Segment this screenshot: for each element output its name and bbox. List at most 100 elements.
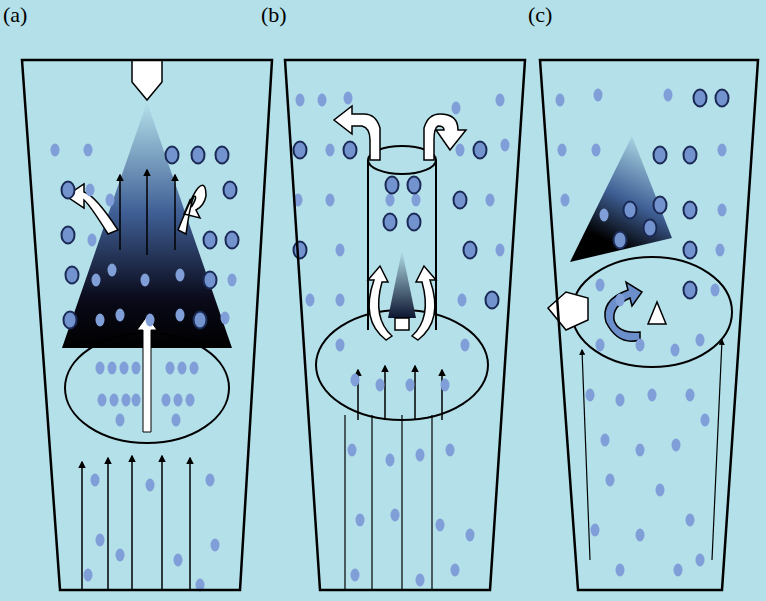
- particle: [454, 192, 467, 209]
- particle: [376, 379, 385, 392]
- particle: [62, 227, 75, 244]
- particle: [51, 144, 60, 157]
- particle: [696, 554, 705, 567]
- particle: [98, 394, 107, 407]
- particle: [326, 144, 335, 157]
- particle: [176, 309, 185, 322]
- particle: [122, 394, 131, 407]
- particle: [84, 144, 93, 157]
- particle: [716, 90, 729, 107]
- particle: [211, 539, 220, 552]
- particle: [594, 89, 603, 102]
- particle: [174, 554, 183, 567]
- particle: [446, 444, 455, 457]
- particle: [616, 564, 625, 577]
- particle: [556, 94, 565, 107]
- particle: [711, 284, 720, 297]
- vessel-outline: [0, 0, 280, 601]
- particle: [318, 94, 327, 107]
- particle: [106, 194, 115, 207]
- particle: [671, 344, 680, 357]
- particle: [116, 549, 125, 562]
- particle: [192, 147, 205, 164]
- particle: [226, 232, 239, 249]
- particle: [591, 524, 600, 537]
- particle: [66, 267, 79, 284]
- particle: [600, 209, 609, 222]
- particle: [186, 394, 195, 407]
- particle: [116, 309, 125, 322]
- particle: [694, 90, 707, 107]
- particle: [624, 202, 637, 219]
- particle: [416, 574, 425, 587]
- particle: [416, 449, 425, 462]
- particle: [596, 339, 605, 352]
- particle: [684, 202, 697, 219]
- particle: [686, 389, 695, 402]
- particle: [351, 569, 360, 582]
- particle: [636, 529, 645, 542]
- particle: [294, 142, 307, 159]
- particle: [386, 454, 395, 467]
- particle: [501, 139, 510, 152]
- particle: [718, 204, 727, 217]
- particle: [162, 394, 171, 407]
- particle: [96, 362, 105, 375]
- particle: [464, 242, 477, 259]
- particle: [716, 244, 725, 257]
- particle: [684, 242, 697, 259]
- particle: [664, 89, 673, 102]
- particle: [348, 444, 357, 457]
- particle: [684, 282, 697, 299]
- particle: [221, 312, 230, 325]
- vessel-outline: [540, 60, 758, 590]
- particle: [84, 569, 93, 582]
- particle: [108, 362, 117, 375]
- particle: [636, 339, 645, 352]
- particle: [206, 474, 215, 487]
- vessel-outline: [525, 0, 766, 601]
- particle: [451, 564, 460, 577]
- particle: [406, 379, 415, 392]
- particle: [486, 194, 495, 207]
- particle: [86, 184, 95, 197]
- particle: [216, 147, 229, 164]
- particle: [656, 484, 665, 497]
- particle: [408, 177, 421, 194]
- particle: [141, 274, 150, 287]
- particle: [686, 514, 695, 527]
- particle: [644, 220, 657, 237]
- particle: [601, 434, 610, 447]
- particle: [718, 144, 727, 157]
- panel-a-art: [62, 60, 232, 590]
- particle: [592, 144, 601, 157]
- particle: [558, 144, 567, 157]
- particle: [461, 339, 470, 352]
- particle: [224, 182, 237, 199]
- particle: [204, 232, 217, 249]
- particle: [344, 142, 357, 159]
- particle: [614, 232, 627, 249]
- particles: [51, 89, 729, 592]
- particle: [336, 339, 345, 352]
- panel-label: (b): [261, 2, 287, 28]
- particle: [386, 177, 399, 194]
- particle: [436, 519, 445, 532]
- particle: [386, 194, 395, 207]
- particle: [96, 534, 105, 547]
- particle: [204, 272, 217, 289]
- particle: [606, 474, 615, 487]
- particle: [496, 94, 505, 107]
- particle: [146, 479, 155, 492]
- particle: [654, 147, 667, 164]
- particle: [586, 389, 595, 402]
- particle: [408, 214, 421, 231]
- particle: [561, 194, 570, 207]
- particle: [452, 102, 461, 115]
- particle: [336, 294, 345, 307]
- vessel: (b): [258, 0, 530, 601]
- particle: [701, 414, 710, 427]
- particle: [684, 147, 697, 164]
- particle: [458, 294, 467, 307]
